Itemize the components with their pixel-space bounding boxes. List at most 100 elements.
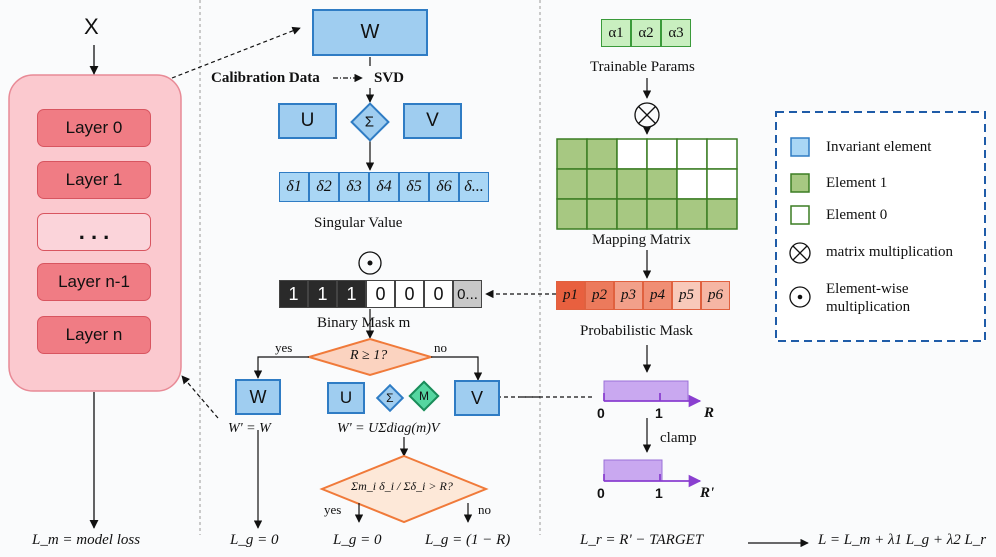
prob-cell-3: p4 [643, 281, 672, 310]
legend-elementwise: Element-wise multiplication [826, 281, 911, 315]
mapping-cell-1-2 [616, 168, 648, 200]
alpha-cell-1: α2 [631, 19, 661, 47]
ratio-yes-label: yes [324, 502, 342, 517]
rp-axis-label: R' [700, 485, 715, 501]
mapping-cell-2-4 [676, 198, 708, 230]
trainable-label: Trainable Params [590, 59, 695, 75]
no-arrow [431, 356, 483, 381]
alpha-cell-0: α1 [601, 19, 631, 47]
w-same-eq: W' = W [228, 421, 271, 436]
prob-cell-5: p6 [701, 281, 730, 310]
legend-swatch-element1 [790, 173, 810, 193]
w-unchanged: W [235, 379, 281, 415]
no-label: no [434, 340, 447, 355]
r-tick-1: 1 [655, 405, 663, 421]
mask-label: Binary Mask m [317, 315, 411, 331]
mask-cell-4: 0 [395, 280, 424, 308]
legend-swatch-element0 [790, 205, 810, 225]
legend-matmul: matrix multiplication [826, 244, 954, 260]
mapping-cell-1-5 [706, 168, 738, 200]
layer-n: Layer n [37, 316, 151, 354]
mapping-cell-0-4 [676, 138, 708, 170]
singular-value-cell-3: δ4 [369, 172, 399, 202]
mapping-cell-2-1 [586, 198, 618, 230]
lr-eq: L_r = R' − TARGET [580, 532, 704, 548]
r-axis-label: R [704, 405, 715, 421]
recon-v: V [454, 380, 500, 416]
mask-cell-1: 1 [308, 280, 337, 308]
mapping-cell-1-0 [556, 168, 588, 200]
mapping-cell-0-3 [646, 138, 678, 170]
mapping-cell-2-0 [556, 198, 588, 230]
mapping-cell-1-1 [586, 168, 618, 200]
r-tick-0: 0 [597, 405, 605, 421]
total-loss-eq: L = L_m + λ1 L_g + λ2 L_r [818, 532, 987, 548]
calibration-label: Calibration Data [211, 70, 320, 86]
mask-cell-3: 0 [366, 280, 395, 308]
mapping-cell-1-3 [646, 168, 678, 200]
mapping-cell-0-1 [586, 138, 618, 170]
prob-cell-0: p1 [556, 281, 585, 310]
w-back-arrow [181, 375, 219, 419]
mapping-cell-2-5 [706, 198, 738, 230]
weight-w: W [312, 9, 428, 56]
mapping-cell-0-5 [706, 138, 738, 170]
singular-value-cell-6: δ... [459, 172, 489, 202]
rp-range-bar [603, 459, 663, 482]
ratio-no-label: no [478, 502, 491, 517]
mask-cell-5: 0 [424, 280, 453, 308]
mask-cell-6: 0... [453, 280, 482, 308]
legend-element0: Element 0 [826, 207, 888, 223]
r-range-bar [603, 380, 689, 402]
mapping-cell-1-4 [676, 168, 708, 200]
singular-value-cell-2: δ3 [339, 172, 369, 202]
singular-value-cell-4: δ5 [399, 172, 429, 202]
mask-cell-2: 1 [337, 280, 366, 308]
input-label: X [84, 14, 99, 39]
singular-value-cell-1: δ2 [309, 172, 339, 202]
mapping-cell-2-2 [616, 198, 648, 230]
clamp-label: clamp [660, 430, 697, 446]
legend-invariant: Invariant element [826, 139, 932, 155]
recon-u: U [327, 382, 365, 414]
mapping-cell-0-2 [616, 138, 648, 170]
layer-1: Layer 1 [37, 161, 151, 199]
matrix-v: V [403, 103, 462, 139]
layer-n-1: Layer n-1 [37, 263, 151, 301]
legend-matmul-icon [789, 242, 811, 264]
mapping-label: Mapping Matrix [592, 232, 691, 248]
model-loss: L_m = model loss [32, 532, 141, 548]
ratio-cond: Σm_i δ_i / Σδ_i > R? [351, 479, 453, 493]
lg-zero-mid: L_g = 0 [333, 532, 382, 548]
legend-box [775, 111, 986, 342]
singular-value-cell-0: δ1 [279, 172, 309, 202]
rp-tick-0: 0 [597, 485, 605, 501]
yes-label: yes [275, 340, 293, 355]
elementwise-symbol [358, 251, 382, 275]
rp-tick-1: 1 [655, 485, 663, 501]
mapping-cell-2-3 [646, 198, 678, 230]
prob-cell-1: p2 [585, 281, 614, 310]
lg-zero-left: L_g = 0 [230, 532, 279, 548]
decision-text: R ≥ 1? [350, 348, 388, 363]
lg-formula: L_g = (1 − R) [425, 532, 511, 548]
prob-cell-4: p5 [672, 281, 701, 310]
prob-label: Probabilistic Mask [580, 323, 693, 339]
mapping-cell-0-0 [556, 138, 588, 170]
layer-ellipsis: . . . [37, 213, 151, 251]
layer-0: Layer 0 [37, 109, 151, 147]
yes-arrow [253, 356, 309, 379]
ratio-diamond [319, 454, 489, 524]
mapping-matrix [556, 138, 738, 230]
legend-element1: Element 1 [826, 175, 888, 191]
singular-value-cell-5: δ6 [429, 172, 459, 202]
singular-label: Singular Value [314, 215, 403, 231]
matrix-u: U [278, 103, 337, 139]
alpha-cell-2: α3 [661, 19, 691, 47]
svd-label: SVD [374, 70, 405, 86]
prob-cell-2: p3 [614, 281, 643, 310]
w-new-eq: W' = UΣdiag(m)V [337, 421, 440, 436]
legend-elementwise-icon [789, 286, 811, 308]
decision-diamond [305, 337, 435, 377]
legend-swatch-invariant [790, 137, 810, 157]
